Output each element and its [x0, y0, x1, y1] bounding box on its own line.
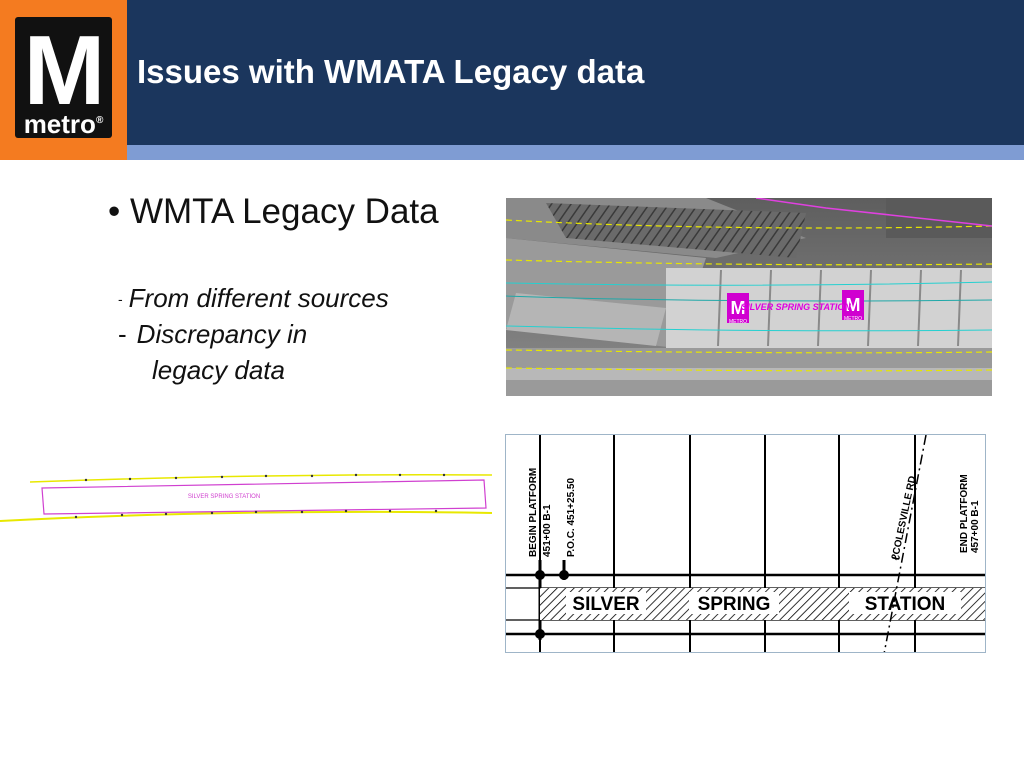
metro-logo-trademark: ® — [95, 115, 104, 126]
metro-logo: M metro® — [0, 0, 127, 160]
sub-item-sources: -From different sources — [118, 281, 389, 316]
sub-item-text: Discrepancy in — [136, 319, 308, 349]
drawing-word-spring: SPRING — [698, 594, 771, 615]
sub-item-dash: - — [118, 291, 123, 307]
bullet-item: • WMTA Legacy Data — [108, 190, 439, 234]
metro-logo-badge: M metro® — [15, 17, 112, 138]
engineering-drawing: SILVER SPRING STATION BEGIN PLATFORM 451… — [505, 434, 986, 653]
drawing-poc: P.O.C. 451+25.50 — [566, 478, 577, 557]
drawing-end-station: 457+00 B-1 — [970, 500, 981, 553]
photo-station-label: SILVER SPRING STATION — [741, 302, 851, 312]
slide-title: Issues with WMATA Legacy data — [137, 53, 645, 90]
drawing-word-station: STATION — [865, 594, 946, 615]
photo-logo-right: M — [846, 295, 861, 315]
sub-item-discrepancy: -Discrepancy in — [118, 317, 307, 351]
aerial-photo-graphic: M METRO M METRO SILVER SPRING STATION — [506, 198, 992, 396]
sub-item-continuation: legacy data — [152, 355, 285, 385]
drawing-begin-station: 451+00 B-1 — [542, 504, 553, 557]
sub-item-dash: - — [118, 319, 127, 349]
photo-logo-left-sub: METRO — [729, 319, 747, 325]
drawing-centerline-mark: ℓ — [888, 553, 903, 562]
bullet-text: WMTA Legacy Data — [129, 192, 439, 231]
slide-header — [0, 0, 1024, 145]
metro-logo-word: metro® — [15, 107, 112, 138]
drawing-end-platform: END PLATFORM — [959, 474, 970, 553]
metro-logo-letter: M — [23, 15, 106, 125]
line-plan-station-label: SILVER SPRING STATION — [188, 494, 260, 500]
header-stripe — [127, 145, 1024, 160]
bullet-dot: • — [108, 192, 130, 231]
photo-logo-left: M — [731, 298, 746, 318]
drawing-begin-platform: BEGIN PLATFORM — [528, 468, 539, 557]
line-plan-graphic: SILVER SPRING STATION — [0, 473, 492, 522]
engineering-drawing-graphic: SILVER SPRING STATION BEGIN PLATFORM 451… — [506, 435, 985, 652]
aerial-photo: M METRO M METRO SILVER SPRING STATION — [506, 198, 992, 396]
photo-logo-right-sub: METRO — [844, 316, 862, 322]
sub-item-text: From different sources — [128, 283, 389, 313]
line-plan: SILVER SPRING STATION — [0, 468, 492, 532]
drawing-word-silver: SILVER — [572, 594, 639, 615]
metro-logo-wordmark: metro — [23, 109, 96, 139]
